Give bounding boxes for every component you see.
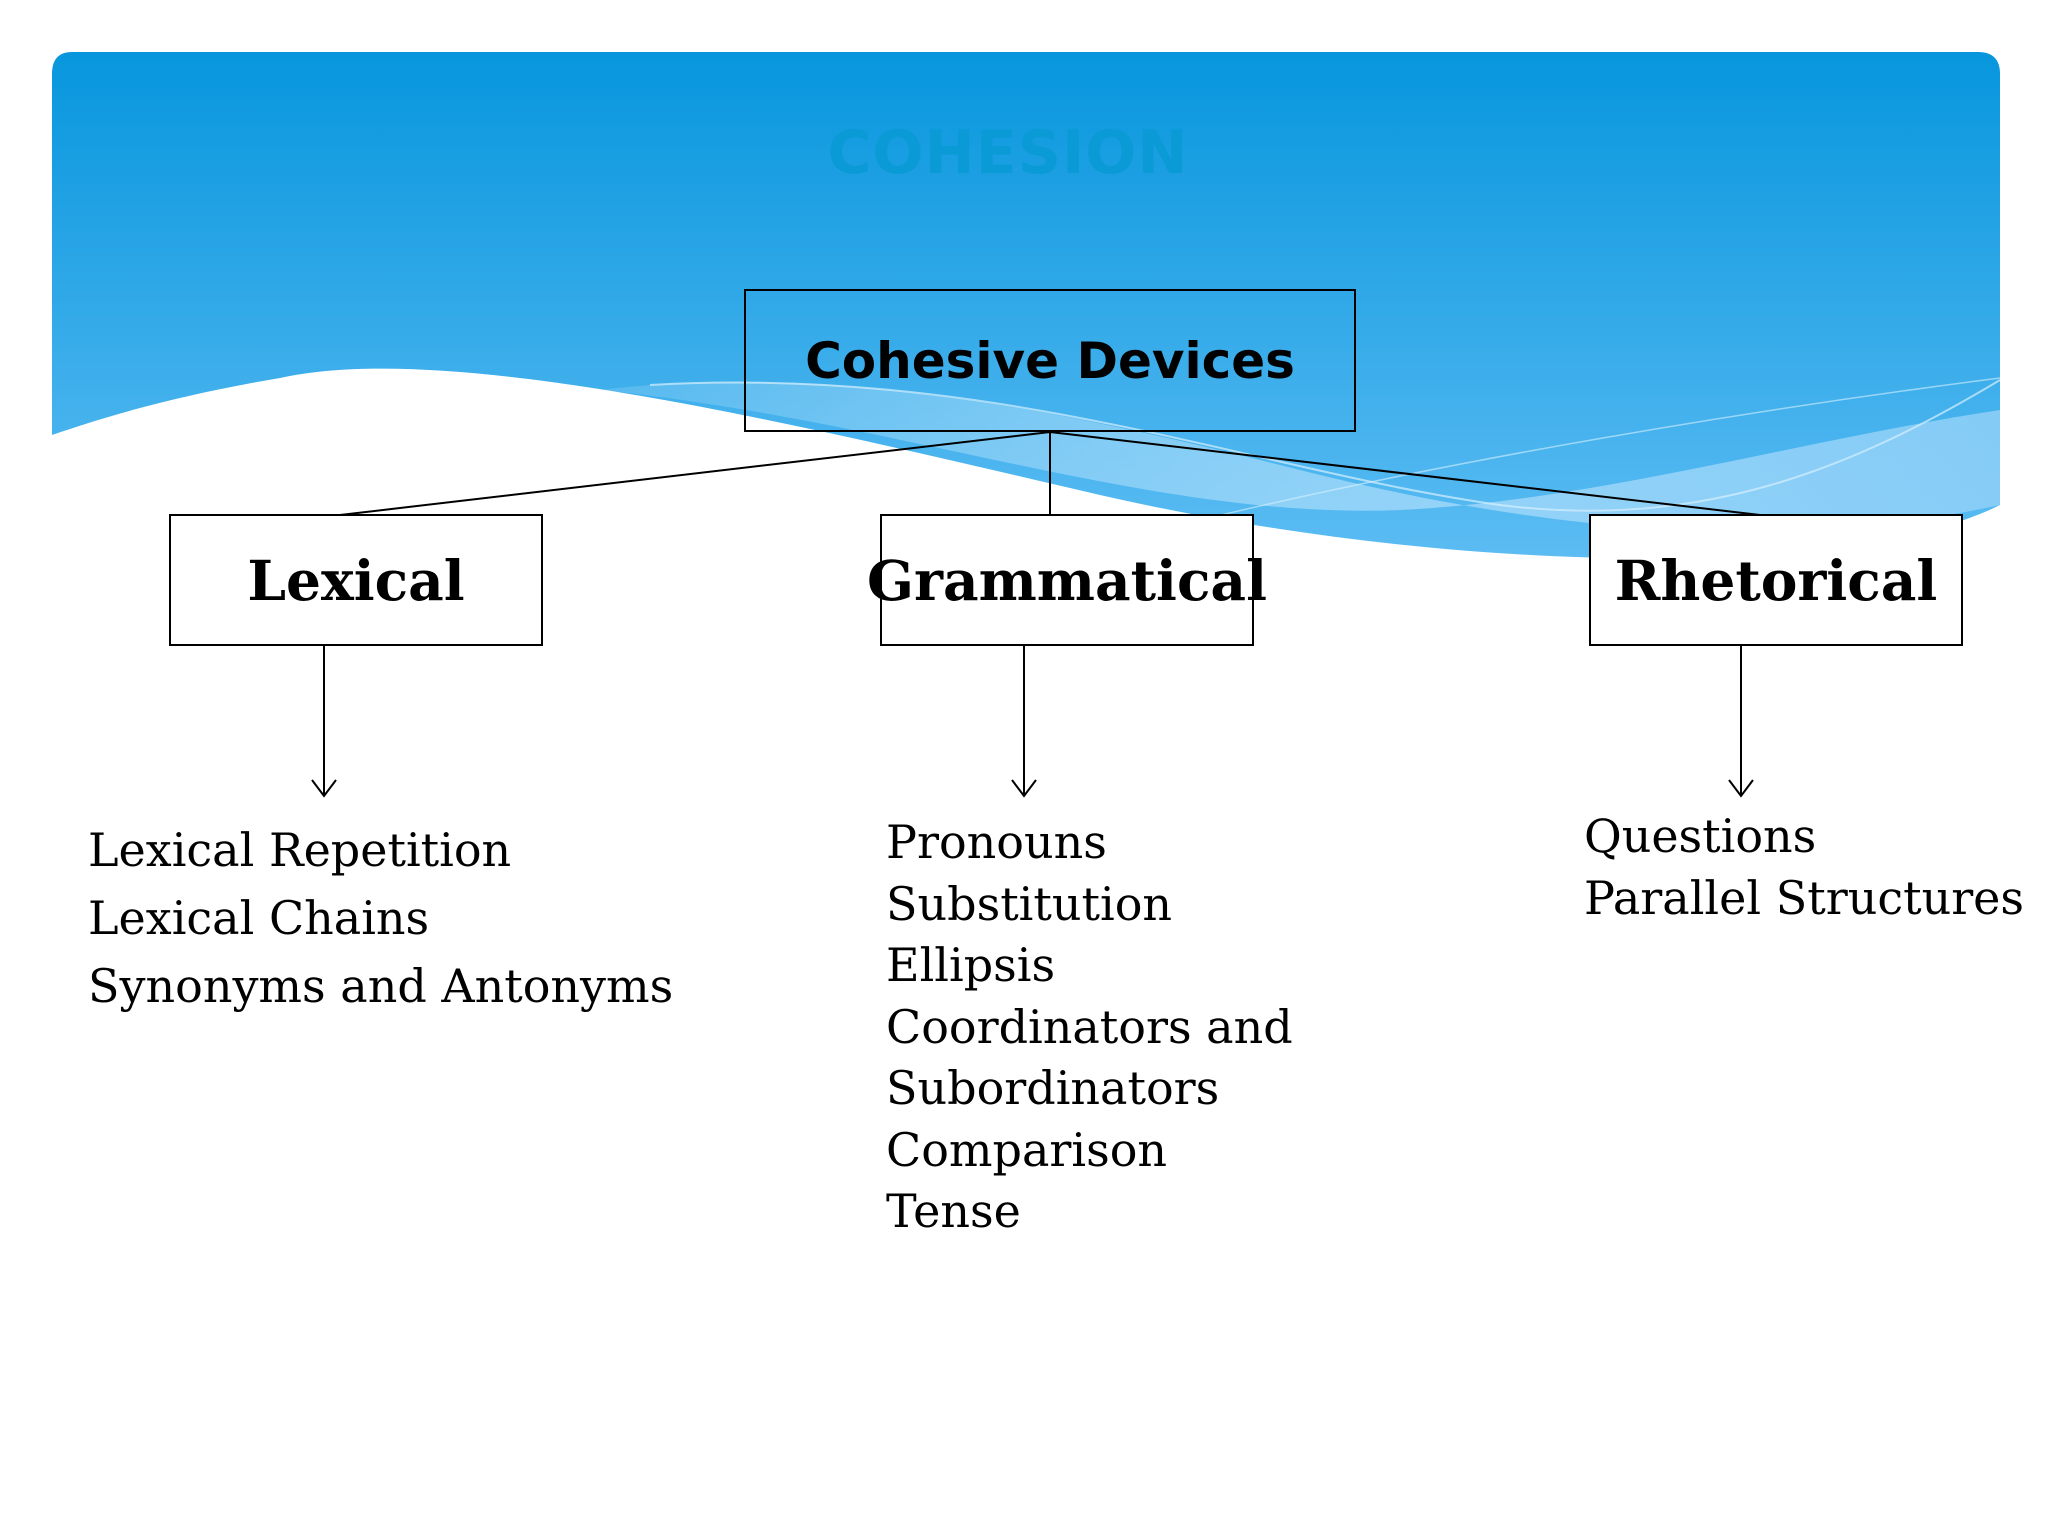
list-item: Coordinators and: [886, 999, 1293, 1054]
connector-root-rhetorical: [1049, 431, 1761, 516]
root-label: Cohesive Devices: [805, 331, 1295, 390]
wave-line: [1199, 377, 2001, 521]
list-item: Ellipsis: [886, 938, 1056, 992]
root-box: [744, 289, 1356, 432]
list-item: Lexical Chains: [88, 891, 430, 945]
rhetorical-item-list: Questions Parallel Structures: [1584, 806, 2024, 929]
list-item: Pronouns: [886, 815, 1107, 869]
list-item: Lexical Repetition: [88, 823, 512, 877]
wave-band: [600, 381, 2000, 532]
connectors: [311, 431, 1761, 798]
boxes: [169, 289, 1963, 646]
grammatical-item-list: Pronouns Substitution Ellipsis Coordinat…: [886, 812, 1293, 1243]
banner-shape: [52, 52, 2000, 559]
list-item: Comparison: [886, 1122, 1168, 1177]
list-item: Parallel Structures: [1584, 870, 2025, 925]
list-item: Tense: [886, 1184, 1021, 1238]
category-label-grammatical: Grammatical: [867, 547, 1267, 613]
list-item: Substitution: [886, 876, 1173, 931]
list-item: Questions: [1584, 809, 1817, 863]
lexical-item-list: Lexical Repetition Lexical Chains Synony…: [88, 816, 673, 1020]
list-item: Synonyms and Antonyms: [88, 959, 674, 1013]
arrowhead-lexical: [311, 779, 337, 798]
category-label-rhetorical: Rhetorical: [1614, 547, 1938, 613]
arrowhead-rhetorical: [1728, 779, 1754, 798]
arrowhead-grammatical: [1011, 779, 1037, 798]
slide-title: COHESION: [827, 118, 1189, 188]
list-item: Subordinators: [886, 1061, 1220, 1115]
connector-root-lexical: [339, 431, 1051, 516]
lexical-box: [169, 514, 543, 646]
rhetorical-box: [1589, 514, 1963, 646]
category-label-lexical: Lexical: [247, 547, 465, 613]
grammatical-box: [880, 514, 1254, 646]
wave-line: [649, 379, 2001, 512]
